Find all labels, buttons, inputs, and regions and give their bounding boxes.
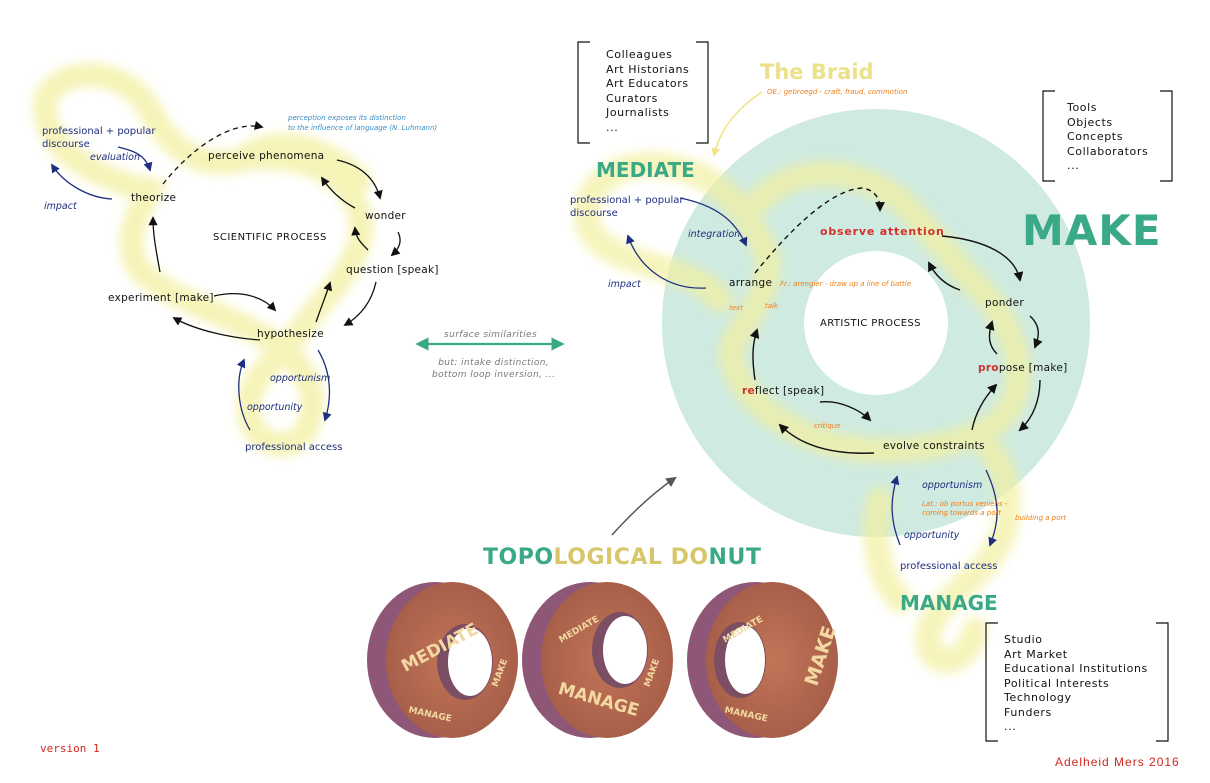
braid-note: OE.: gebroegd - craft, fraud, commotion (767, 88, 908, 96)
surface-similarities-label: surface similarities (444, 330, 538, 340)
left-professional-access: professional access (245, 442, 343, 453)
perception-note: perception exposes its distinction to th… (288, 114, 438, 132)
node-perceive-phenomena: perceive phenomena (208, 150, 325, 162)
right-impact-label: impact (608, 279, 641, 290)
talk-label: talk (765, 302, 779, 310)
mediate-title: MEDIATE (596, 158, 695, 182)
donut-3 (687, 582, 838, 738)
artistic-process-title: ARTISTIC PROCESS (820, 318, 921, 329)
make-list-item: Collaborators (1067, 144, 1149, 158)
right-process-arrows (749, 187, 1043, 454)
braid-title: The Braid (760, 60, 874, 84)
mediate-list-item: Art Historians (606, 62, 690, 76)
left-opportunity-label: opportunity (247, 402, 303, 413)
node-hypothesize: hypothesize (257, 328, 324, 340)
title-part-do: DO (670, 545, 709, 570)
node-wonder: wonder (365, 210, 406, 222)
topology-arrow (611, 476, 677, 536)
node-evolve-constraints: evolve constraints (883, 440, 985, 452)
manage-list-item: Art Market (1004, 647, 1068, 661)
credit-label: Adelheid Mers 2016 (1055, 755, 1180, 769)
left-braid-glow (32, 63, 374, 457)
text-label: text (729, 304, 743, 312)
right-braid-glow (573, 151, 1032, 674)
right-discourse-arrows (626, 197, 998, 547)
node-theorize: theorize (131, 192, 177, 204)
left-impact-label: impact (44, 201, 77, 212)
right-discourse-label: professional + popular discourse (570, 195, 684, 219)
node-question-speak: question [speak] (346, 264, 439, 276)
title-part-nut: NUT (708, 545, 762, 570)
topological-donut-title: TOPOLOGICAL DONUT (483, 545, 761, 570)
propose-prefix: pro (978, 362, 999, 374)
mediate-list-item: ... (606, 120, 619, 134)
manage-list-item: Studio (1004, 633, 1043, 646)
make-list-item: Tools (1067, 101, 1098, 114)
manage-list: Studio Art Market Educational Institutio… (1004, 633, 1148, 735)
manage-list-item: Technology (1004, 691, 1072, 704)
make-list-item: Concepts (1067, 130, 1124, 143)
make-title: MAKE (1022, 206, 1162, 255)
differences-label: but: intake distinction, bottom loop inv… (432, 358, 556, 380)
version-label: version 1 (40, 742, 100, 755)
manage-list-item: Educational Institutions (1004, 662, 1148, 675)
manage-list-item: Funders (1004, 705, 1052, 719)
donut-2 (522, 582, 673, 738)
mediate-list-item: Curators (606, 91, 659, 105)
right-opportunism-label: opportunism (922, 480, 983, 491)
right-integration-label: integration (688, 229, 741, 240)
make-list-item: Objects (1067, 115, 1113, 129)
left-discourse-arrows (51, 146, 332, 431)
brackets (577, 41, 1173, 742)
critique-label: critique (814, 422, 841, 430)
right-opportunity-label: opportunity (904, 530, 960, 541)
scientific-process-title: SCIENTIFIC PROCESS (213, 232, 327, 243)
braid-arrow (711, 91, 763, 157)
make-list-item: ... (1067, 159, 1080, 172)
donut-1 (367, 582, 518, 738)
arrange-note: Fr.: arengier - draw up a line of battle (780, 280, 912, 288)
mediate-list-item: Journalists (606, 106, 670, 119)
artistic-donut-hole (804, 251, 948, 395)
manage-list-item: Political Interests (1004, 676, 1110, 690)
node-ponder: ponder (985, 297, 1024, 309)
left-process-arrows (148, 121, 401, 341)
node-experiment-make: experiment [make] (108, 292, 214, 304)
left-opportunism-label: opportunism (270, 373, 331, 384)
title-part-logical: LOGICAL (553, 545, 671, 570)
manage-title: MANAGE (900, 591, 998, 615)
mediate-list-item: Art Educators (606, 77, 689, 90)
mediate-list: Colleagues Art Historians Art Educators … (606, 48, 689, 135)
make-list: Tools Objects Concepts Collaborators ... (1067, 101, 1148, 174)
port-note: building a port (1015, 514, 1067, 522)
propose-rest: pose [make] (998, 362, 1068, 374)
manage-list-item: ... (1004, 720, 1017, 733)
reflect-rest: flect [speak] (754, 385, 825, 397)
node-propose-make: propose [make] (978, 362, 1068, 374)
left-evaluation-label: evaluation (90, 152, 140, 163)
mediate-list-item: Colleagues (606, 48, 673, 61)
title-part-topo: TOPO (483, 545, 554, 570)
left-discourse-label: professional + popular discourse (42, 126, 156, 150)
reflect-prefix: re (742, 385, 755, 397)
lat-note: Lat.: ob portus veniens - coming towards… (922, 500, 1008, 517)
node-arrange: arrange (729, 277, 773, 289)
node-observe-attention: observe attention (820, 225, 945, 238)
node-reflect-speak: reflect [speak] (742, 385, 824, 397)
right-professional-access: professional access (900, 561, 998, 572)
